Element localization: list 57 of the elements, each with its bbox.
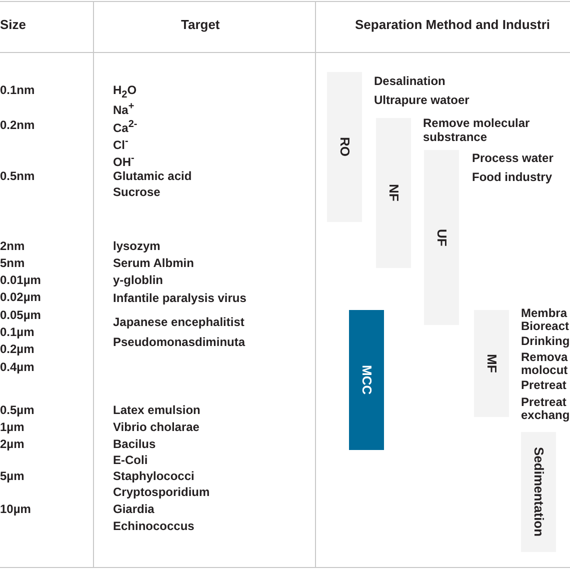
method-bar: [349, 310, 384, 450]
target-name: Bacilus: [113, 437, 156, 451]
method-label: MF: [484, 354, 498, 373]
target-name: Infantile paralysis virus: [113, 291, 246, 305]
application-text: Membra Bioreact: [521, 307, 570, 333]
target-name: Pseudomonasdiminuta: [113, 335, 246, 349]
method-label: RO: [338, 137, 352, 157]
target-name: Japanese encephalitist: [113, 315, 244, 329]
application-text: Ultrapure watoer: [374, 93, 470, 107]
target-name: lysozym: [113, 239, 160, 253]
target-name: y-globlin: [113, 273, 163, 287]
application-text: Remove molecular substrance: [423, 116, 531, 144]
target-name: E-Coli: [113, 453, 148, 467]
application-text: Process water: [472, 151, 554, 165]
target-name: Latex emulsion: [113, 403, 200, 417]
application-text: Drinking: [521, 335, 570, 348]
size-value: 0.2µm: [0, 342, 34, 356]
size-value: 5nm: [0, 256, 25, 270]
size-value: 2nm: [0, 239, 25, 253]
target-name: Vibrio cholarae: [113, 420, 200, 434]
application-text: Food industry: [472, 170, 553, 184]
target-name: Cl$^{-}$: [113, 135, 128, 152]
method-label: MCC: [360, 365, 374, 395]
size-value: 1µm: [0, 420, 24, 434]
size-value: 0.5nm: [0, 169, 35, 183]
method-label: UF: [434, 228, 448, 246]
target-name: Staphylococci: [113, 469, 194, 483]
target-name: OH$^{-}$: [113, 152, 134, 169]
target-name: Serum Albmin: [113, 256, 194, 270]
size-value: 0.1nm: [0, 83, 35, 97]
method-label: NF: [386, 184, 400, 202]
target-name: Glutamic acid: [113, 169, 192, 183]
size-value: 0.02µm: [0, 290, 41, 304]
size-value: 0.5µm: [0, 403, 34, 417]
size-value: 5µm: [0, 469, 24, 483]
target-name: Giardia: [113, 502, 154, 516]
method-label: Sedimentation: [532, 447, 546, 537]
target-name: Cryptosporidium: [113, 485, 210, 499]
application-text: Desalination: [374, 74, 446, 88]
target-name: H$_{2}$O: [113, 83, 137, 102]
target-name: Ca$^{2-}$: [113, 118, 138, 135]
application-text: Remova molocut: [521, 351, 569, 377]
column-header: Size: [0, 18, 26, 32]
size-value: 0.01µm: [0, 273, 41, 287]
target-name: Sucrose: [113, 185, 160, 199]
column-header: Target: [181, 18, 220, 32]
size-value: 0.1µm: [0, 325, 34, 339]
size-value: 0.2nm: [0, 118, 35, 132]
size-value: 2µm: [0, 437, 24, 451]
target-name: Na$^{+}$: [113, 100, 134, 117]
size-value: 0.05µm: [0, 308, 41, 322]
column-header: Separation Method and Industri: [355, 18, 550, 32]
application-text: Pretreat exchang: [521, 396, 570, 422]
size-value: 0.4µm: [0, 360, 34, 374]
target-name: Echinococcus: [113, 519, 194, 533]
application-text: Pretreat: [521, 379, 568, 392]
size-value: 10µm: [0, 502, 31, 516]
